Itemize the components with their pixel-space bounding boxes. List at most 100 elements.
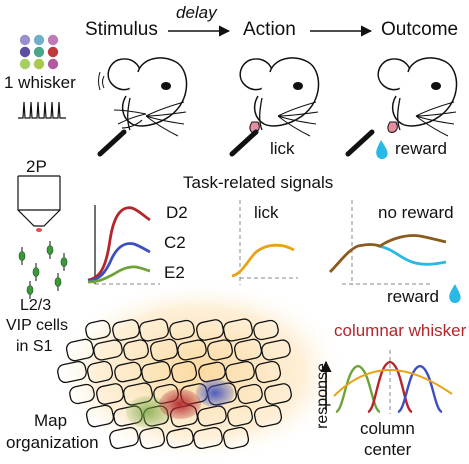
- trace-c2: [87, 242, 151, 283]
- trace-label-lick: lick: [254, 203, 279, 222]
- outcome-signal-plot: [329, 200, 461, 303]
- barrel: [138, 426, 166, 450]
- imaging-label: 2P: [26, 157, 47, 176]
- barrel-highlight-blue: [196, 379, 234, 407]
- tuning-x-label-line2: center: [364, 440, 412, 459]
- barrel: [253, 404, 283, 428]
- vip-cell: [60, 257, 68, 267]
- tuning-orange: [333, 368, 453, 397]
- map-label-line2: organization: [6, 433, 99, 452]
- vip-cell: [46, 245, 54, 255]
- barrel: [114, 361, 142, 383]
- spike-train: [18, 101, 66, 119]
- barrel: [138, 318, 170, 342]
- delay-label: delay: [176, 3, 217, 22]
- whisker-grid-dot: [33, 58, 45, 70]
- lick-event-label: lick: [270, 139, 295, 158]
- barrel: [227, 405, 253, 427]
- whisker-grid-dot: [19, 46, 31, 58]
- whisker-grid-dot: [47, 34, 59, 46]
- trace-label-e2: E2: [164, 263, 185, 282]
- trace-label-d2: D2: [166, 203, 188, 222]
- whisker-grid-dot: [33, 46, 45, 58]
- objective-icon: [17, 175, 61, 232]
- cells-label-line3: in S1: [16, 338, 53, 355]
- map-glow: [52, 280, 348, 464]
- reward-event-label: reward: [395, 139, 447, 158]
- mouse-action: [239, 57, 320, 137]
- trace-lick: [231, 243, 295, 278]
- barrel: [85, 404, 115, 428]
- barrel: [193, 426, 223, 450]
- action-label: Action: [243, 19, 296, 40]
- signals-title: Task-related signals: [183, 173, 334, 192]
- barrel: [222, 318, 254, 342]
- barrel: [109, 426, 139, 450]
- cells-label-line2: VIP cells: [6, 317, 68, 334]
- barrel: [254, 360, 282, 384]
- water-drop-icon: [449, 284, 461, 303]
- trace-label-no-reward: no reward: [378, 203, 454, 222]
- trace-label-c2: C2: [164, 233, 186, 252]
- stimulus-pole: [97, 129, 127, 157]
- water-drop-icon: [376, 140, 388, 159]
- vip-cell: [26, 285, 34, 295]
- barrel: [123, 339, 149, 361]
- barrel: [166, 427, 194, 449]
- trace-label-reward: reward: [387, 287, 439, 306]
- barrel: [93, 339, 123, 361]
- trace-reward: [377, 244, 447, 266]
- barrel: [57, 360, 87, 384]
- vip-cell: [54, 277, 62, 287]
- barrel: [169, 319, 195, 341]
- barrel: [65, 338, 95, 362]
- whisker-grid-dot: [47, 58, 59, 70]
- vip-cells-icon: [18, 241, 68, 299]
- whisker-label: 1 whisker: [4, 73, 76, 92]
- outcome-label: Outcome: [381, 19, 459, 40]
- barrel: [225, 360, 255, 384]
- barrel: [141, 360, 171, 384]
- barrel: [96, 383, 124, 405]
- mouse-outcome: [377, 57, 458, 137]
- whisker-grid: [19, 34, 59, 70]
- tuning-blue: [397, 364, 443, 414]
- action-pole: [229, 129, 259, 157]
- tuning-x-label-line1: column: [360, 419, 415, 438]
- lick-signal-plot: [231, 200, 298, 285]
- barrel: [69, 383, 95, 405]
- whisker-grid-dot: [47, 46, 59, 58]
- whisker-signal-plot: [87, 205, 160, 285]
- barrel: [177, 339, 207, 361]
- barrel: [149, 338, 179, 362]
- vip-cell: [18, 251, 26, 261]
- tuning-y-label: response: [313, 363, 331, 429]
- whisker-grid-dot: [19, 34, 31, 46]
- mouse-stimulus: [98, 57, 188, 137]
- barrel: [86, 360, 114, 384]
- vip-cell: [32, 267, 40, 277]
- barrel: [264, 383, 292, 405]
- barrel: [222, 426, 250, 450]
- tuning-plot: [320, 350, 453, 414]
- barrel: [196, 319, 224, 341]
- barrel: [112, 319, 140, 341]
- barrel-highlight-red: [159, 389, 201, 419]
- cells-label-line1: L2/3: [20, 297, 52, 314]
- outcome-pole: [345, 129, 375, 157]
- barrel: [253, 319, 279, 341]
- trace-e2: [87, 265, 151, 284]
- tuning-red: [367, 360, 413, 414]
- trace-d2: [87, 206, 151, 282]
- tuning-title: columnar whisker: [334, 321, 467, 340]
- barrel: [237, 383, 263, 405]
- map-label-line1: Map: [34, 411, 68, 430]
- trace-no-reward: [329, 234, 447, 273]
- barrel: [197, 405, 227, 427]
- barrel: [207, 339, 233, 361]
- barrel: [233, 338, 263, 362]
- barrel: [261, 339, 291, 361]
- stimulus-label: Stimulus: [85, 19, 158, 40]
- barrel: [170, 360, 198, 384]
